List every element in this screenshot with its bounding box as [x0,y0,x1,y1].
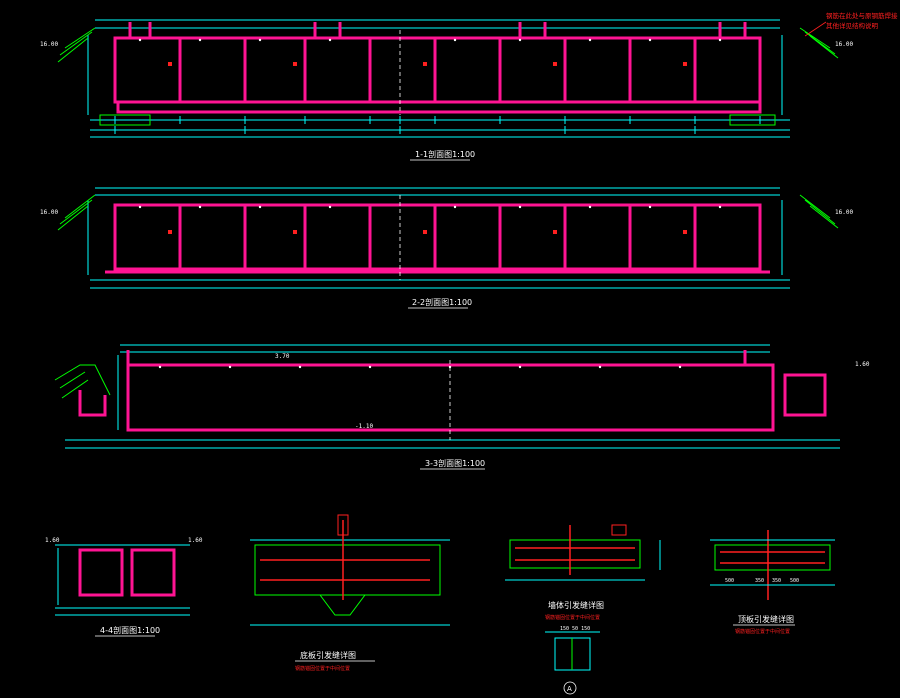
section-4-4-title: 4-4剖面图1:100 [100,625,160,635]
section-4-4: 1.60 1.60 4-4剖面图1:100 [45,537,203,637]
callout-circle-a [563,681,577,695]
detail-base-slab-joint: 底板引发缝详图 钢筋锚固位置于中间位置 [250,514,450,672]
section-2-2-title: 2-2剖面图1:100 [412,297,472,307]
level-s2-left: 16.00 [40,209,58,216]
detail-wall-title: 墙体引发缝详图 [548,600,604,610]
level-s3-mid: -1.10 [355,423,373,430]
level-s4-left: 1.60 [45,537,60,544]
detail-base-slab-title: 底板引发缝详图 [300,650,356,660]
detail-roof-slab-title: 顶板引发缝详图 [738,614,794,624]
detail-roof-slab-note: 钢筋锚固位置于中间位置 [735,628,790,635]
detail-base-slab-note: 钢筋锚固位置于中间位置 [295,665,350,672]
section-2-2: 16.00 16.00 2-2剖面图1:100 [40,187,853,309]
callout-a-label: A [567,685,572,693]
detail-roof-slab-joint: 500 350 350 500 顶板引发缝详图 钢筋锚固位置于中间位置 [710,530,835,635]
section-3-3: 1.60 3.70 -1.10 3-3剖面图1:100 [54,344,870,470]
level-s4-right: 1.60 [188,537,203,544]
roof-dim-b: 350 [755,578,764,584]
level-s1-right: 16.00 [835,41,853,48]
roof-dim-a: 500 [725,578,734,584]
section-1-1-title: 1-1剖面图1:100 [415,149,475,159]
rebar-annotation-line2: 其他详见结构说明 [826,21,879,30]
roof-dim-d: 500 [790,578,799,584]
detail-wall-sub-dim: 150 50 150 [560,626,590,632]
level-s3-right: 1.60 [855,361,870,368]
section-1-1: 16.00 16.00 钢筋在此处与原钢筋焊接 其他详见结构说明 1-1剖面图1… [40,11,898,161]
level-s3-top: 3.70 [275,353,290,360]
level-s2-right: 16.00 [835,209,853,216]
detail-wall-note: 钢筋锚固位置于中间位置 [545,614,600,621]
section-3-3-title: 3-3剖面图1:100 [425,458,485,468]
roof-dim-c: 350 [772,578,781,584]
level-s1-left: 16.00 [40,41,58,48]
rebar-annotation-line1: 钢筋在此处与原钢筋焊接 [826,11,898,20]
detail-wall-joint: 墙体引发缝详图 钢筋锚固位置于中间位置 150 50 150 A [505,524,661,695]
